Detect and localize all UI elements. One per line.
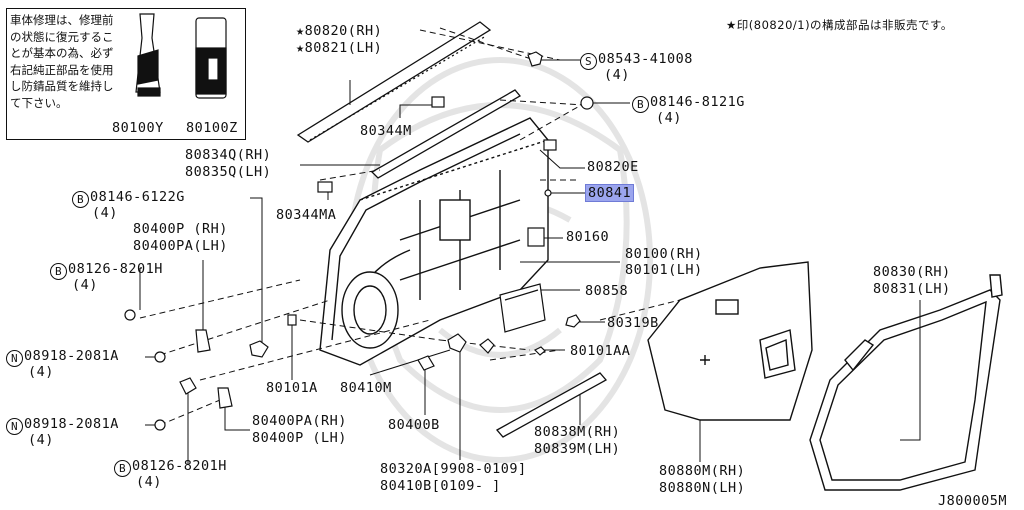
s-symbol-icon: S	[580, 53, 597, 70]
repair-note-box	[6, 8, 246, 140]
screw-08543-qty: (4)	[604, 67, 630, 83]
part-80400p-label[interactable]: 80400P (RH)	[133, 221, 228, 237]
part-80410m-label[interactable]: 80410M	[340, 380, 392, 396]
part-80834q-label[interactable]: 80834Q(RH)	[185, 147, 272, 163]
part-80821-label[interactable]: ★80821(LH)	[296, 40, 383, 56]
bolt-08146-8121g-qty: (4)	[656, 110, 682, 126]
part-80319b-label[interactable]: 80319B	[607, 315, 659, 331]
bolt-08146-6122g-qty: (4)	[92, 205, 118, 221]
bolt-08126-a-qty: (4)	[72, 277, 98, 293]
part-80838m-label[interactable]: 80838M(RH)	[534, 424, 621, 440]
part-80400pa-label[interactable]: 80400PA(LH)	[133, 238, 228, 254]
part-80410b-label[interactable]: 80410B[0109- ]	[380, 478, 501, 494]
part-80880m-label[interactable]: 80880M(RH)	[659, 463, 746, 479]
part-80100-label[interactable]: 80100(RH)	[625, 246, 703, 262]
leader-lines	[139, 59, 921, 465]
part-80101-label[interactable]: 80101(LH)	[625, 262, 703, 278]
b-symbol-icon: B	[72, 191, 89, 208]
b-symbol-icon: B	[632, 96, 649, 113]
nut-08918-a-qty: (4)	[28, 364, 54, 380]
part-80400b-label[interactable]: 80400B	[388, 417, 440, 433]
part-80101a-label[interactable]: 80101A	[266, 380, 318, 396]
non-sale-note: ★印(80820/1)の構成部品は非販売です。	[726, 18, 953, 32]
n-symbol-icon: N	[6, 418, 23, 435]
part-80841-label[interactable]: 80841	[585, 184, 635, 202]
part-80101aa-label[interactable]: 80101AA	[570, 343, 631, 359]
inner-strip-80834q	[370, 89, 521, 179]
part-80820-label[interactable]: ★80820(RH)	[296, 23, 383, 39]
part-80839m-label[interactable]: 80839M(LH)	[534, 441, 621, 457]
diagram-id: J800005M	[938, 493, 1008, 509]
fasteners	[124, 51, 594, 431]
door-trim-panel	[647, 261, 813, 421]
part-80100z-label[interactable]: 80100Z	[186, 120, 238, 136]
part-80344ma-label[interactable]: 80344MA	[276, 207, 337, 223]
part-80880n-label[interactable]: 80880N(LH)	[659, 480, 746, 496]
door-shell	[319, 117, 549, 366]
part-80100y-label[interactable]: 80100Y	[112, 120, 164, 136]
part-80831-label[interactable]: 80831(LH)	[873, 281, 951, 297]
part-80830-label[interactable]: 80830(RH)	[873, 264, 951, 280]
part-80400p-lh-label[interactable]: 80400P (LH)	[252, 430, 347, 446]
part-80858-label[interactable]: 80858	[585, 283, 629, 299]
nut-08918-b-qty: (4)	[28, 432, 54, 448]
sealant-tube-icon	[135, 13, 161, 97]
part-80320a-label[interactable]: 80320A[9908-0109]	[380, 461, 527, 477]
spray-can-icon	[195, 17, 227, 99]
part-80160-label[interactable]: 80160	[566, 229, 610, 245]
part-80344m-label[interactable]: 80344M	[360, 123, 412, 139]
part-80841-highlight: 80841	[585, 184, 635, 202]
repair-note-text: 車体修理は、修理前の状態に復元することが基本の為、必ず右記純正部品を使用し防錆品…	[10, 13, 114, 110]
n-symbol-icon: N	[6, 350, 23, 367]
b-symbol-icon: B	[50, 263, 67, 280]
part-80835q-label[interactable]: 80835Q(LH)	[185, 164, 272, 180]
b-symbol-icon: B	[114, 460, 131, 477]
weatherstrip-80820	[296, 21, 492, 143]
part-80400pa-rh-label[interactable]: 80400PA(RH)	[252, 413, 347, 429]
bolt-08126-b-qty: (4)	[136, 474, 162, 490]
part-80820e-label[interactable]: 80820E	[587, 159, 639, 175]
moulding-80838m	[495, 372, 608, 438]
door-weatherstrip-80830	[809, 274, 1003, 491]
